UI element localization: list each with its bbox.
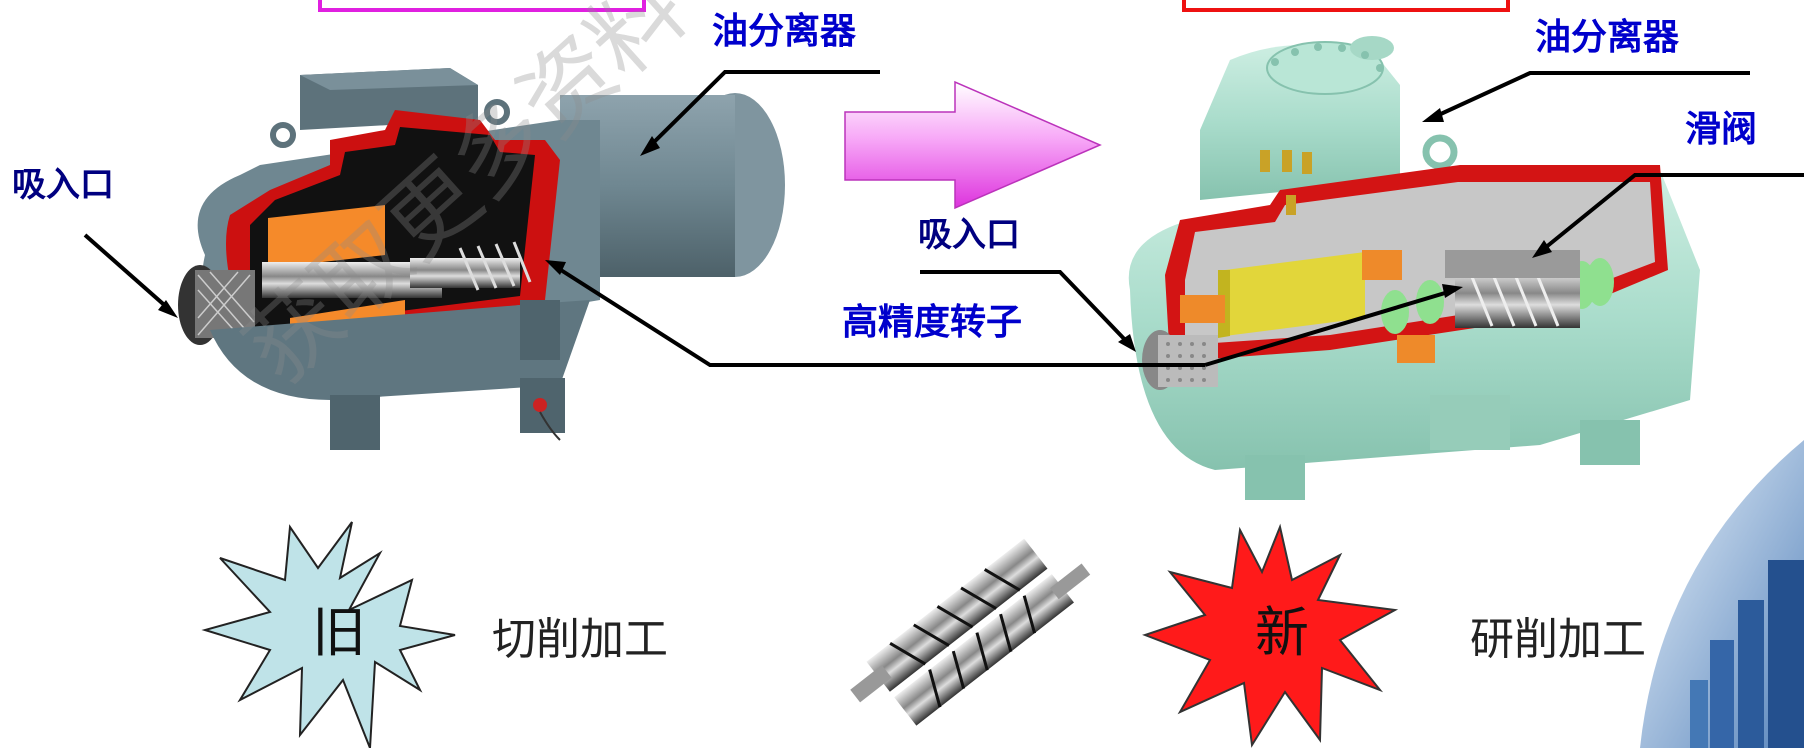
new-star-shape bbox=[1142, 523, 1399, 748]
suction-label-middle: 吸入口 bbox=[918, 215, 1020, 255]
old-title-box bbox=[318, 0, 646, 12]
slide-valve-label: 滑阀 bbox=[1685, 109, 1758, 150]
transition-arrow bbox=[844, 80, 1102, 210]
city-decoration bbox=[1640, 440, 1804, 748]
old-star-shape bbox=[201, 521, 456, 748]
rotor-label: 高精度转子 bbox=[842, 302, 1023, 343]
suction-label-left: 吸入口 bbox=[12, 165, 114, 205]
new-process-label: 研削加工 bbox=[1470, 614, 1646, 665]
new-title-box bbox=[1182, 0, 1510, 12]
old-char: 旧 bbox=[312, 601, 366, 664]
screw-rotors-image bbox=[850, 525, 1091, 748]
oil-separator-label-right: 油分离器 bbox=[1535, 17, 1680, 58]
oil-separator-label-left: 油分离器 bbox=[712, 11, 857, 52]
old-compressor-image bbox=[178, 68, 785, 450]
old-process-label: 切削加工 bbox=[492, 614, 668, 665]
leader-lines bbox=[83, 70, 1804, 367]
new-char: 新 bbox=[1255, 601, 1309, 664]
new-compressor-image bbox=[1128, 36, 1700, 500]
